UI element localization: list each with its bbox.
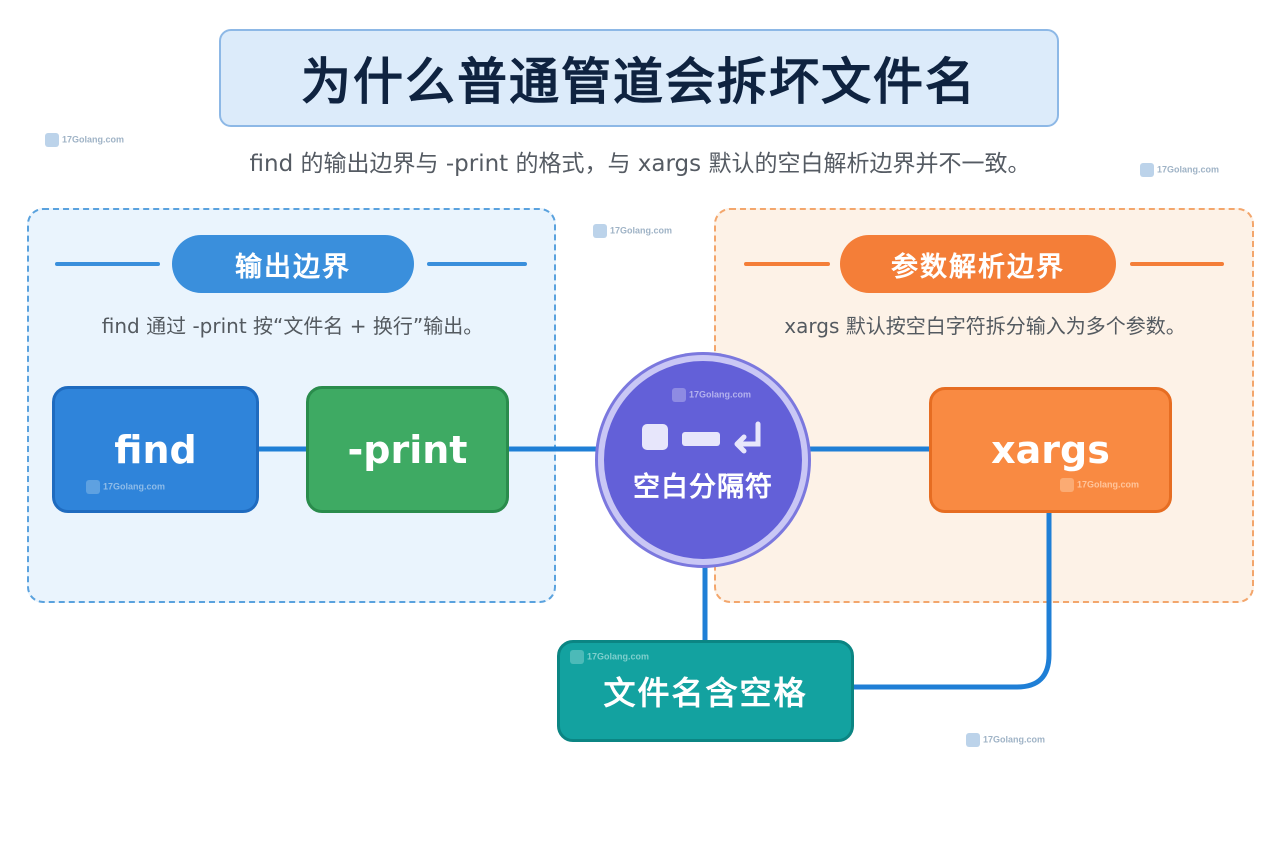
right-rule-a [744,262,830,266]
watermark-icon [593,224,607,238]
argument-boundary-description: xargs 默认按空白字符拆分输入为多个参数。 [784,314,1186,338]
watermark-logo: 17Golang.com [86,480,165,494]
page-title: 为什么普通管道会拆坏文件名 [301,53,977,111]
watermark-logo: 17Golang.com [672,388,751,402]
separator-label: 空白分隔符 [633,472,773,503]
subtitle: find 的输出边界与 -print 的格式，与 xargs 默认的空白解析边界… [249,151,1031,177]
output-boundary-heading: 输出边界 [172,235,414,293]
watermark-icon [570,650,584,664]
output-boundary-description: find 通过 -print 按“文件名 + 换行”输出。 [101,314,484,338]
title-banner: 为什么普通管道会拆坏文件名 [219,29,1059,127]
watermark-logo: 17Golang.com [593,224,672,238]
watermark-logo: 17Golang.com [1060,478,1139,492]
watermark-logo: 17Golang.com [570,650,649,664]
separator-node [598,355,808,565]
argument-boundary-heading: 参数解析边界 [840,235,1116,293]
print-node: -print [306,386,509,513]
watermark-icon [1140,163,1154,177]
filename-with-space-node: 文件名含空格 [557,640,854,742]
watermark-icon [1060,478,1074,492]
watermark-logo: 17Golang.com [45,133,124,147]
right-rule-b [1130,262,1224,266]
watermark-logo: 17Golang.com [966,733,1045,747]
watermark-icon [45,133,59,147]
connector-xargs-space [854,513,1052,690]
left-rule-b [427,262,527,266]
watermark-icon [86,480,100,494]
whitespace-symbols-icon [642,421,761,454]
watermark-logo: 17Golang.com [1140,163,1219,177]
left-rule-a [55,262,160,266]
watermark-icon [966,733,980,747]
watermark-icon [672,388,686,402]
xargs-node: xargs [929,387,1172,513]
